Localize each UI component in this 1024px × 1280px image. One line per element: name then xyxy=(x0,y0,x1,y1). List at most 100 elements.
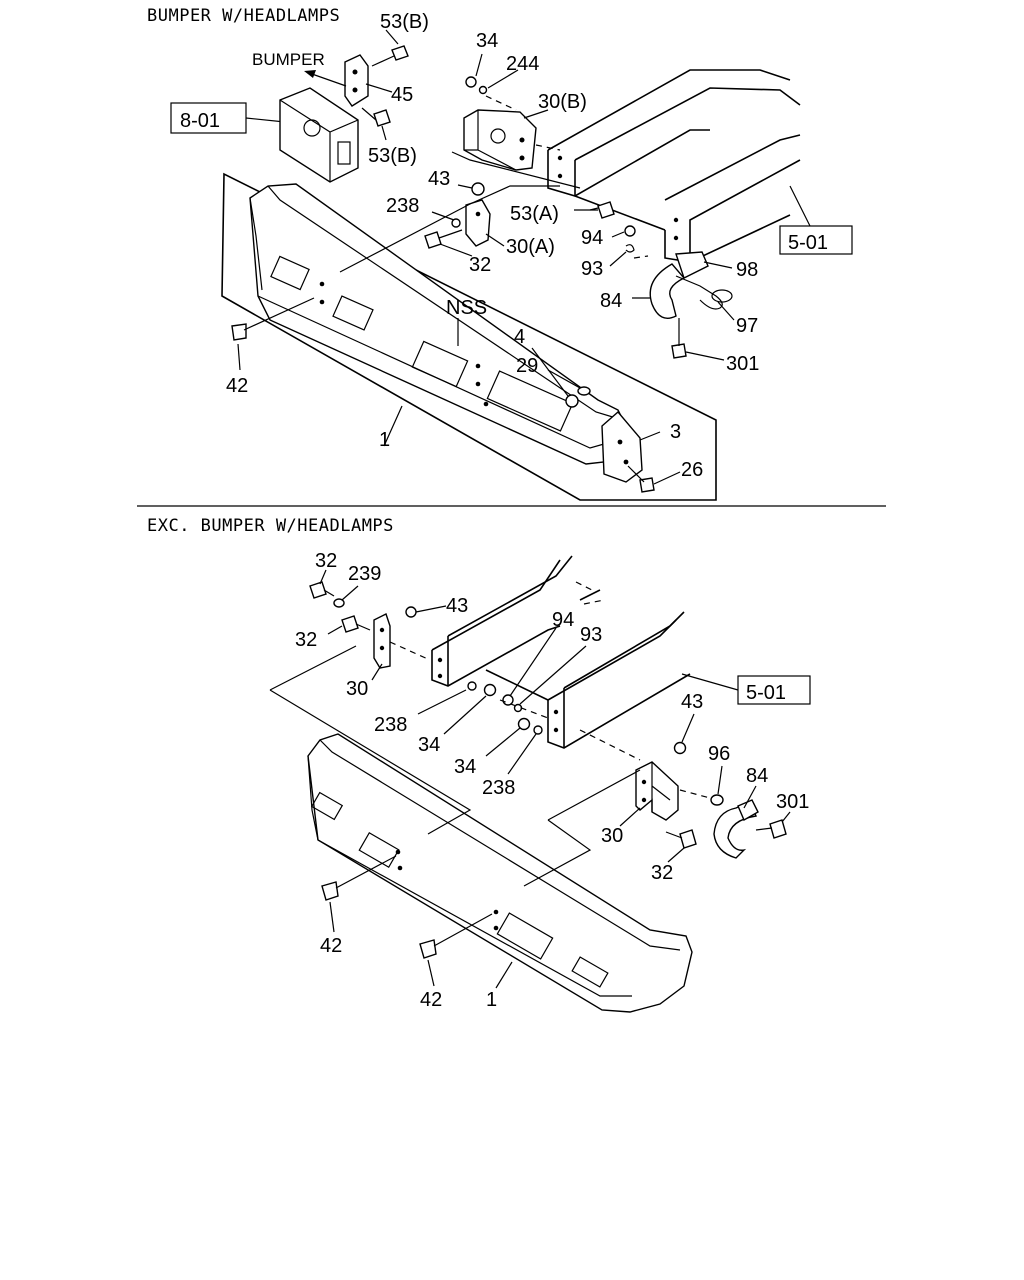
label-53b-lower: 53(B) xyxy=(368,145,417,167)
ref-5-01-top-label: 5-01 xyxy=(788,232,828,254)
bumper-1-top xyxy=(221,172,717,501)
label-32-top: 32 xyxy=(469,254,491,276)
label-84-top: 84 xyxy=(600,290,622,312)
label-32-lower-left: 32 xyxy=(295,629,317,651)
bolt-26 xyxy=(627,465,655,493)
label-53a: 53(A) xyxy=(510,203,559,225)
label-32-right: 32 xyxy=(651,862,673,884)
label-93-bottom: 93 xyxy=(580,624,602,646)
bolt-42-bottom-left xyxy=(321,855,397,901)
bracket-30-right xyxy=(635,761,679,821)
label-34-top: 34 xyxy=(476,30,498,52)
label-bumper: BUMPER xyxy=(252,50,325,69)
leader-bracket-top xyxy=(339,185,560,273)
label-45: 45 xyxy=(391,84,413,106)
headlamp-housing xyxy=(279,87,359,183)
bolt-42-bottom-right xyxy=(419,913,493,959)
tow-hook-84-top xyxy=(649,251,733,319)
bolt-32-right xyxy=(665,829,697,849)
ref-5-01-bottom-label: 5-01 xyxy=(746,682,786,704)
label-96: 96 xyxy=(708,743,730,765)
nut-94-top xyxy=(624,225,636,237)
label-239: 239 xyxy=(348,563,381,585)
label-301-top: 301 xyxy=(726,353,759,375)
label-238-right: 238 xyxy=(482,777,515,799)
label-30-right: 30 xyxy=(601,825,623,847)
bolt-32-lower-left xyxy=(341,615,371,633)
label-1-top: 1 xyxy=(379,429,390,451)
bolt-53b-lower xyxy=(361,107,391,127)
frame-rail-top xyxy=(547,69,801,263)
ref-8-01-label: 8-01 xyxy=(180,110,220,132)
bolt-53a xyxy=(589,201,615,219)
label-26: 26 xyxy=(681,459,703,481)
label-42-bottom-left: 42 xyxy=(320,935,342,957)
label-43-right: 43 xyxy=(681,691,703,713)
leader-bracket-bottom xyxy=(269,645,641,887)
tow-hook-84-bottom xyxy=(713,799,759,859)
pin-93-top xyxy=(625,244,635,253)
nut-43-top xyxy=(471,182,485,196)
label-4: 4 xyxy=(514,326,525,348)
label-32-upper-left: 32 xyxy=(315,550,337,572)
bolt-42-top xyxy=(231,297,315,341)
end-cap-3 xyxy=(601,411,643,483)
nut-43-right xyxy=(673,741,687,755)
nut-34-right xyxy=(517,717,531,731)
bracket-30b xyxy=(463,109,537,171)
washer-29 xyxy=(577,386,591,396)
label-42-bottom-right: 42 xyxy=(420,989,442,1011)
bumper-1-bottom xyxy=(307,733,693,1013)
label-34-left: 34 xyxy=(418,734,440,756)
bottom-section-title: EXC. BUMPER W/HEADLAMPS xyxy=(147,516,394,536)
ref-box-5-01-bottom[interactable]: 5-01 xyxy=(681,673,811,705)
label-93-top: 93 xyxy=(581,258,603,280)
washer-96 xyxy=(710,794,724,806)
washer-238-right xyxy=(533,725,543,735)
label-84-bottom: 84 xyxy=(746,765,768,787)
label-97: 97 xyxy=(736,315,758,337)
washer-239 xyxy=(333,598,345,608)
label-30-left: 30 xyxy=(346,678,368,700)
nut-43-left xyxy=(405,606,417,618)
bracket-30-left xyxy=(373,613,391,669)
label-1-bottom: 1 xyxy=(486,989,497,1011)
bracket-45 xyxy=(344,54,369,107)
label-244: 244 xyxy=(506,53,539,75)
nut-4 xyxy=(565,394,579,408)
label-29: 29 xyxy=(516,355,538,377)
nut-34-left xyxy=(483,683,497,697)
bumper-direction-arrow xyxy=(304,70,347,87)
label-30a: 30(A) xyxy=(506,236,555,258)
label-nss: NSS xyxy=(446,297,487,319)
label-53b-upper: 53(B) xyxy=(380,11,429,33)
bottom-leader-lines xyxy=(319,569,791,989)
top-section-title: BUMPER W/HEADLAMPS xyxy=(147,6,340,26)
frame-rail-bottom xyxy=(431,555,691,749)
label-98: 98 xyxy=(736,259,758,281)
top-leader-lines xyxy=(237,29,735,485)
label-3: 3 xyxy=(670,421,681,443)
label-238-top: 238 xyxy=(386,195,419,217)
label-238-left: 238 xyxy=(374,714,407,736)
bolt-32-upper-left xyxy=(309,581,335,599)
ref-box-8-01[interactable]: 8-01 xyxy=(170,102,286,134)
bolt-53b-upper xyxy=(371,45,409,67)
label-42-top: 42 xyxy=(226,375,248,397)
ref-box-5-01-top[interactable]: 5-01 xyxy=(779,185,853,255)
label-30b: 30(B) xyxy=(538,91,587,113)
washer-238-top xyxy=(451,218,461,228)
bracket-30a xyxy=(465,199,491,247)
label-43-top: 43 xyxy=(428,168,450,190)
bolt-301-top xyxy=(671,318,687,359)
label-34-right: 34 xyxy=(454,756,476,778)
label-301-bottom: 301 xyxy=(776,791,809,813)
label-94-bottom: 94 xyxy=(552,609,574,631)
bolt-301-bottom xyxy=(755,819,787,839)
label-94-top: 94 xyxy=(581,227,603,249)
washer-238-left xyxy=(467,681,477,691)
nut-94-bottom xyxy=(502,694,514,706)
label-43-left: 43 xyxy=(446,595,468,617)
nut-34-top xyxy=(465,76,488,95)
